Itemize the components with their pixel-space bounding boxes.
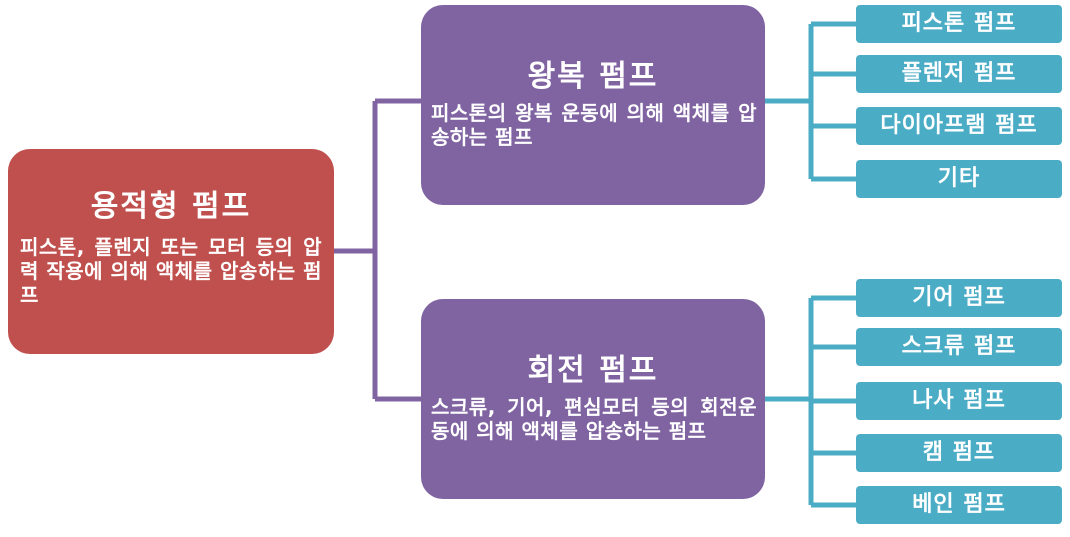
root-node: 용적형 펌프 피스톤, 플렌지 또는 모터 등의 압력 작용에 의해 액체를 압… [8, 149, 334, 354]
leaf-piston-pump: 피스톤 펌프 [856, 5, 1062, 43]
leaf-gear-pump: 기어 펌프 [856, 279, 1062, 317]
category-description: 피스톤의 왕복 운동에 의해 액체를 압송하는 펌프 [431, 101, 757, 149]
connector-root-to-categories [334, 98, 421, 402]
category-description: 스크류, 기어, 편심모터 등의 회전운동에 의해 액체를 압송하는 펌프 [431, 395, 757, 443]
leaf-diaphragm-pump: 다이아프램 펌프 [856, 107, 1062, 145]
category-node-rotary: 회전 펌프 스크류, 기어, 편심모터 등의 회전운동에 의해 액체를 압송하는… [421, 299, 765, 499]
root-description: 피스톤, 플렌지 또는 모터 등의 압력 작용에 의해 액체를 압송하는 펌프 [20, 235, 322, 307]
leaf-screw-pump: 스크류 펌프 [856, 328, 1062, 366]
leaf-cam-pump: 캠 펌프 [856, 434, 1062, 472]
connector-reciprocating-items [765, 21, 856, 182]
connector-rotary-items [765, 295, 856, 508]
leaf-vane-pump: 베인 펌프 [856, 486, 1062, 524]
leaf-other: 기타 [856, 160, 1062, 198]
category-title: 회전 펌프 [527, 353, 659, 388]
category-node-reciprocating: 왕복 펌프 피스톤의 왕복 운동에 의해 액체를 압송하는 펌프 [421, 5, 765, 205]
root-title: 용적형 펌프 [90, 189, 252, 224]
leaf-plunger-pump: 플렌저 펌프 [856, 55, 1062, 93]
leaf-thread-pump: 나사 펌프 [856, 382, 1062, 420]
category-title: 왕복 펌프 [527, 59, 659, 94]
